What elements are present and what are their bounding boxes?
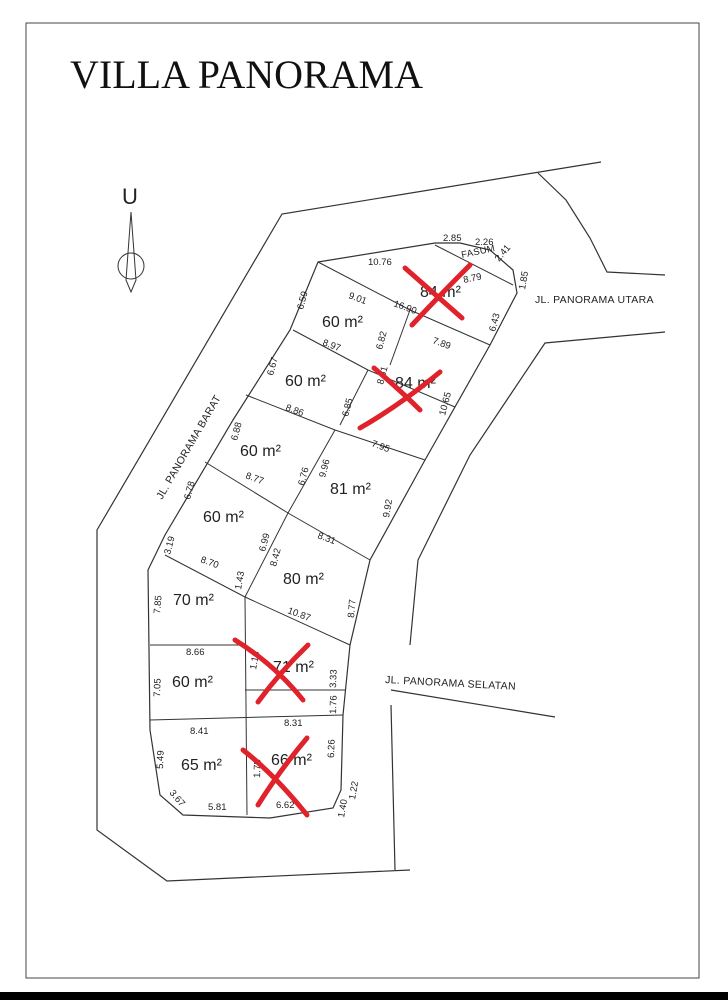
road-label-selatan: JL. PANORAMA SELATAN — [385, 674, 516, 693]
dimension: 2.85 — [443, 233, 462, 244]
dimension: 8.31 — [316, 530, 337, 547]
lot-area: 60 m² — [240, 443, 282, 460]
dimension: 8.70 — [199, 554, 220, 571]
dimension: 1.76 — [328, 695, 340, 714]
dimension: 1.85 — [517, 270, 531, 290]
dimension: 6.85 — [340, 397, 355, 418]
dimension: 7.89 — [431, 335, 452, 352]
dimension: 1.40 — [336, 798, 350, 818]
lot-area: 60 m² — [285, 373, 327, 390]
dimension: 8.41 — [190, 726, 209, 737]
lot-area: 81 m² — [330, 481, 372, 498]
lot-area: 65 m² — [181, 757, 223, 774]
dimension: 8.77 — [346, 599, 359, 618]
dimension: 1.22 — [347, 780, 361, 800]
lot-area: 84 m² — [395, 375, 437, 392]
dimension: 8.97 — [321, 337, 342, 354]
lot-area: 60 m² — [172, 674, 214, 691]
dimension: 8.42 — [268, 547, 283, 568]
north-arrow-icon: U — [117, 184, 145, 294]
lot-area: 80 m² — [283, 571, 325, 588]
dimension: 3.19 — [162, 535, 177, 556]
dimension: 16.90 — [392, 298, 418, 316]
dimension: 6.26 — [326, 739, 338, 758]
dimension: 5.49 — [155, 750, 167, 769]
road-label-utara: JL. PANORAMA UTARA — [535, 294, 654, 306]
north-label: U — [122, 184, 138, 209]
dimension: 7.95 — [370, 438, 391, 455]
block-outline — [147, 242, 518, 819]
dimension: 9.92 — [381, 498, 395, 518]
dimension: 8.77 — [244, 470, 265, 487]
dimension: 6.88 — [229, 421, 244, 442]
dimension: 6.82 — [374, 330, 389, 351]
dimension: 6.78 — [182, 480, 197, 501]
dimension: 6.99 — [257, 532, 272, 553]
sold-markers — [232, 262, 473, 818]
dimension: 1.43 — [233, 570, 247, 590]
dimension: 1.75 — [252, 759, 264, 778]
dimension: 2.26 — [475, 237, 494, 248]
sold-cross-icon — [240, 735, 310, 818]
dimension: 6.76 — [296, 466, 311, 487]
dimension: 8.66 — [186, 647, 205, 658]
lot-area: 70 m² — [173, 592, 215, 609]
sold-cross-icon — [232, 637, 311, 705]
dimension: 2.41 — [493, 243, 513, 264]
dimension: 8.31 — [284, 718, 303, 729]
dimension: 9.96 — [317, 458, 332, 479]
dimension: 6.43 — [487, 312, 502, 333]
lot-labels: 84 m² 60 m² 60 m² 84 m² 60 m² 81 m² 60 m… — [172, 284, 462, 774]
dimension: 5.81 — [208, 802, 227, 813]
dimension: 7.85 — [152, 595, 165, 614]
dimension: 8.86 — [284, 402, 305, 419]
dimension: 9.01 — [347, 290, 368, 307]
dimension: 3.33 — [328, 669, 340, 688]
road-lines — [96, 161, 666, 882]
dimension: 6.62 — [276, 800, 295, 811]
dimension: 7.05 — [152, 678, 164, 697]
sold-cross-icon — [402, 262, 473, 328]
dimension: 10.76 — [368, 257, 392, 268]
plan-title: VILLA PANORAMA — [70, 52, 423, 97]
dimension: 3.67 — [167, 788, 187, 809]
sold-cross-icon — [357, 365, 443, 431]
sheet-border — [25, 22, 700, 979]
dimension: 6.67 — [265, 356, 280, 377]
lot-area: 60 m² — [322, 314, 364, 331]
dimension: 8.79 — [462, 271, 482, 286]
dimension: 6.59 — [295, 290, 310, 311]
lot-area: 60 m² — [203, 509, 245, 526]
